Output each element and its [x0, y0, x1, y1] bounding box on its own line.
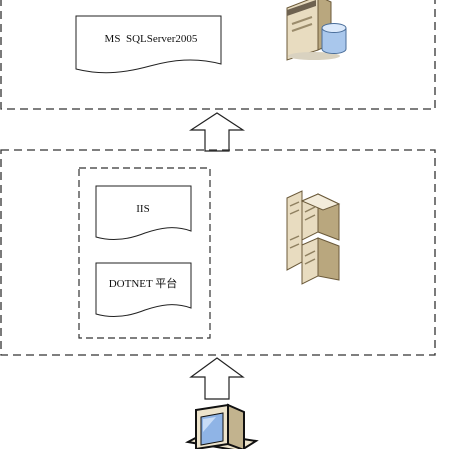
document-label: DOTNET 平台 — [109, 276, 178, 290]
document-shape — [75, 15, 222, 74]
database-server-icon — [286, 0, 347, 61]
server-rack-icon — [286, 190, 341, 285]
web-tier-boundary — [0, 149, 436, 356]
arrow-up-icon — [189, 357, 245, 400]
document-shape — [95, 185, 192, 241]
document-label: MS SQLServer2005 — [105, 33, 198, 45]
application-group-boundary — [78, 167, 211, 339]
arrow-up-icon — [188, 112, 246, 152]
document-shape — [95, 262, 192, 318]
document-sqlserver: MS SQLServer2005 — [75, 15, 222, 74]
document-iis: IIS — [95, 185, 192, 241]
database-tier-boundary — [0, 0, 436, 110]
document-label: IIS — [136, 203, 149, 215]
desktop-computer-icon — [184, 403, 259, 453]
document-dotnet: DOTNET 平台 — [95, 262, 192, 318]
